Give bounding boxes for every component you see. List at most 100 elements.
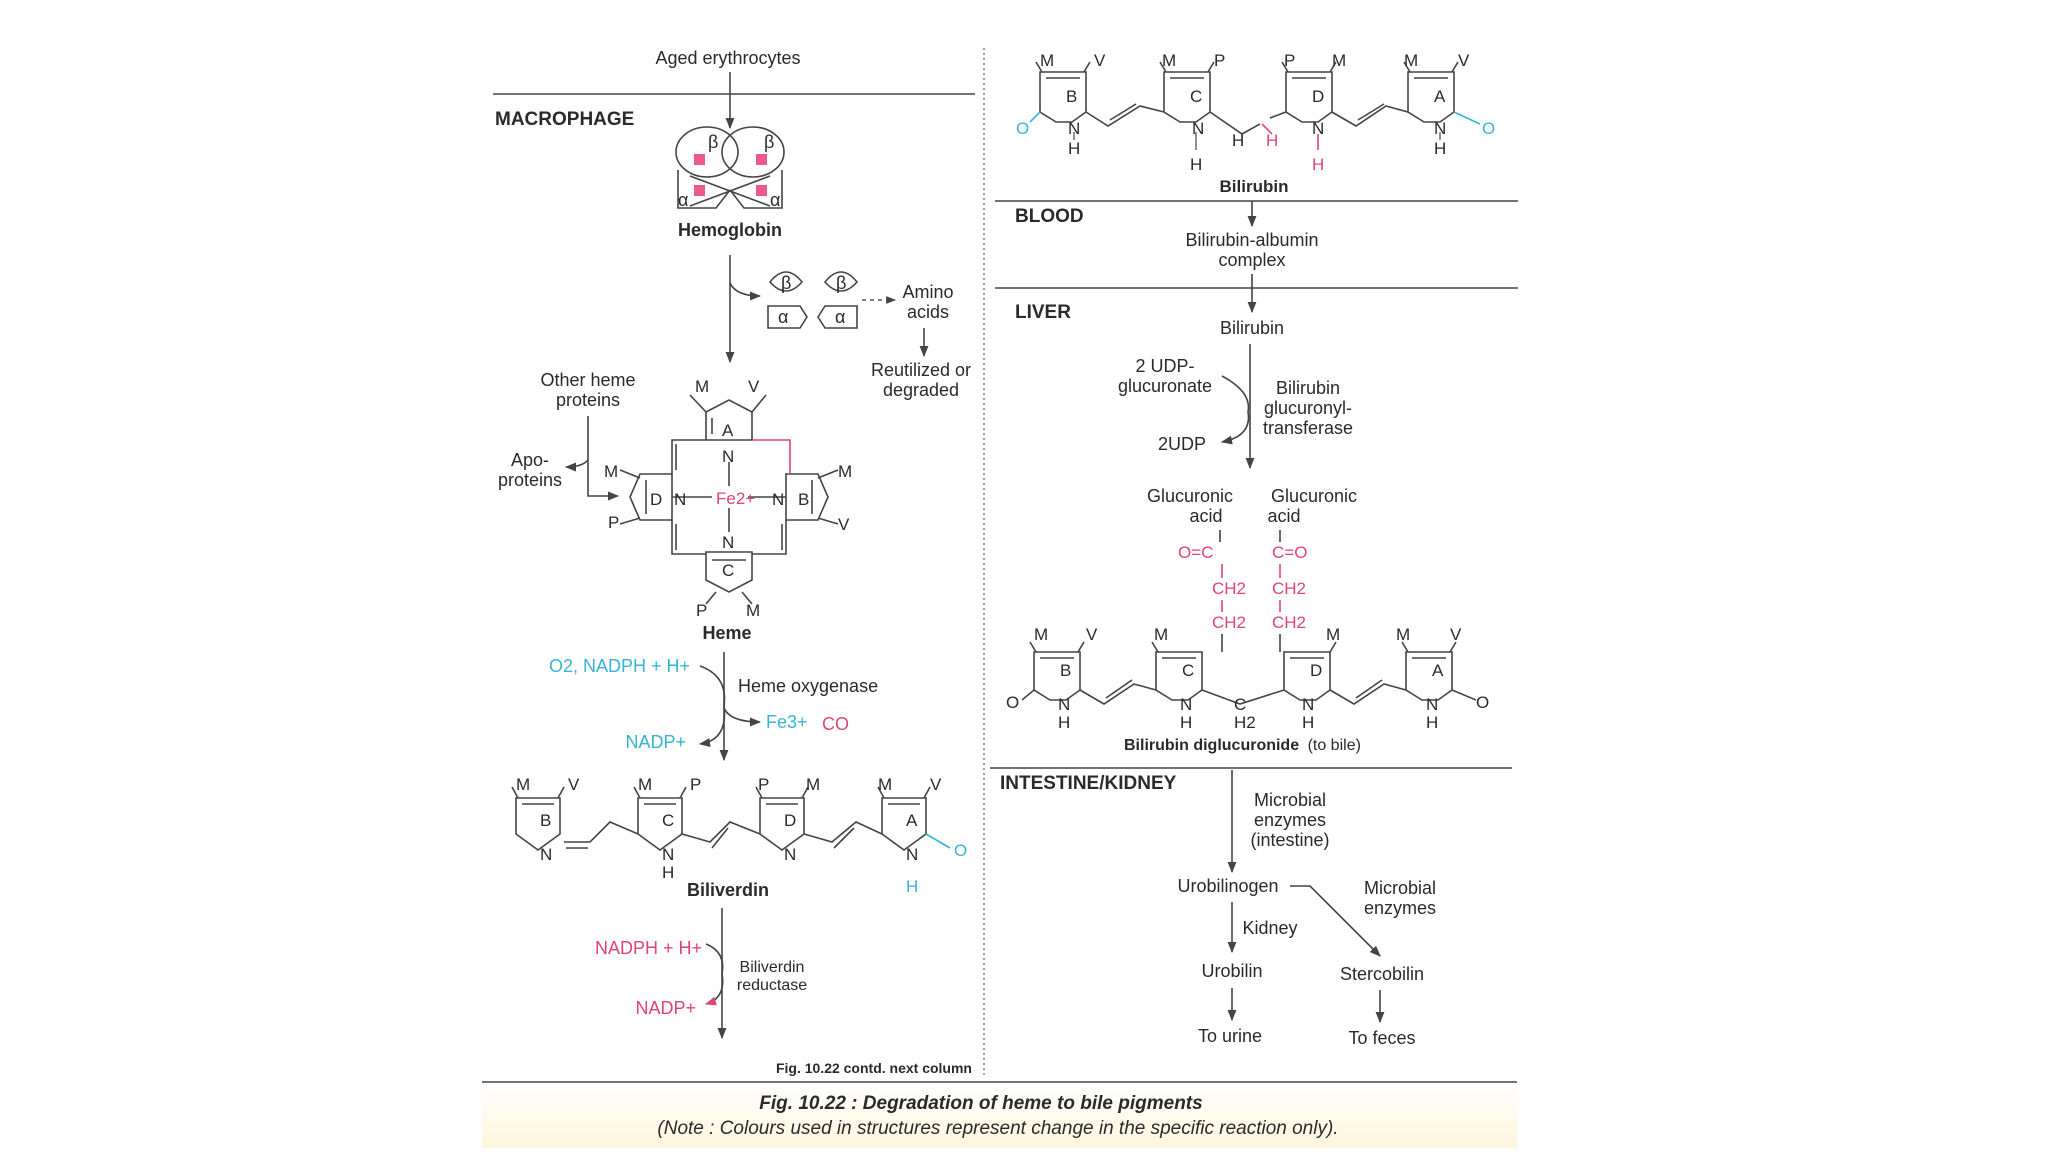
diglucuronide-label: Bilirubin diglucuronide (to bile) [1124, 737, 1361, 754]
svg-text:V: V [838, 515, 850, 534]
svg-text:α: α [778, 307, 788, 327]
svg-text:N: N [772, 490, 784, 509]
heme-label: Heme [702, 623, 751, 643]
svg-text:M: M [806, 775, 820, 794]
svg-text:M: M [1404, 51, 1418, 70]
svg-text:H: H [662, 863, 674, 882]
glucuronic-left-label-2: acid [1189, 506, 1222, 526]
hemoglobin-label: Hemoglobin [678, 220, 782, 240]
svg-text:β: β [764, 132, 774, 152]
other-heme-proteins-label-2: proteins [556, 390, 620, 410]
section-liver: LIVER [1015, 302, 1071, 323]
svg-text:N: N [662, 845, 674, 864]
arrow-to-fe-co [723, 707, 762, 727]
svg-text:V: V [748, 377, 760, 396]
svg-text:N: N [722, 447, 734, 466]
svg-text:M: M [1162, 51, 1176, 70]
svg-text:P: P [1214, 51, 1225, 70]
svg-text:D: D [1310, 661, 1322, 680]
svg-text:B: B [1060, 661, 1071, 680]
albumin-complex-label-1: Bilirubin-albumin [1185, 230, 1318, 250]
nadp-label-2: NADP+ [635, 998, 696, 1018]
udp-label: 2UDP [1158, 434, 1206, 454]
biliverdin-structure: B C D A N N N N H H O M V M P P M M V [511, 775, 967, 896]
svg-text:α: α [770, 190, 780, 210]
svg-text:CH2: CH2 [1272, 579, 1306, 598]
svg-text:V: V [1450, 625, 1462, 644]
to-feces-label: To feces [1348, 1028, 1415, 1048]
transferase-label-1: Bilirubin [1276, 378, 1340, 398]
svg-text:M: M [878, 775, 892, 794]
svg-text:C: C [1234, 695, 1246, 714]
hemoglobin-tetramer: β β α α [675, 126, 785, 210]
svg-text:P: P [758, 775, 769, 794]
biliverdin-reductase-label-1: Biliverdin [740, 959, 805, 976]
diglucuronide-note: (to bile) [1308, 737, 1361, 754]
svg-text:N: N [906, 845, 918, 864]
aged-erythrocytes-label: Aged erythrocytes [655, 48, 800, 68]
urobilin-label: Urobilin [1201, 961, 1262, 981]
svg-text:P: P [608, 513, 619, 532]
svg-text:N: N [1312, 119, 1324, 138]
svg-text:O: O [1482, 119, 1495, 138]
svg-text:Fe2+: Fe2+ [716, 489, 755, 508]
cofactor-curve-glucuronyltransferase [1220, 375, 1250, 445]
svg-text:N: N [1302, 695, 1314, 714]
udp-glucuronate-label-2: glucuronate [1118, 376, 1212, 396]
svg-text:C=O: C=O [1272, 543, 1307, 562]
biliverdin-reductase-label-2: reductase [737, 977, 807, 994]
svg-text:B: B [1066, 87, 1077, 106]
svg-text:B: B [540, 811, 551, 830]
amino-acids-label-1: Amino [902, 282, 953, 302]
diglucuronide-name: Bilirubin diglucuronide [1124, 737, 1299, 754]
apoproteins-label-2: proteins [498, 470, 562, 490]
svg-text:C: C [662, 811, 674, 830]
udp-glucuronate-label-1: 2 UDP- [1135, 356, 1194, 376]
svg-text:M: M [1326, 625, 1340, 644]
svg-text:C: C [1182, 661, 1194, 680]
svg-text:H: H [1190, 155, 1202, 174]
globin-chains: β β α α [767, 271, 859, 329]
arrow-to-apoproteins [564, 459, 589, 472]
svg-text:N: N [674, 490, 686, 509]
co-label: CO [822, 714, 849, 734]
svg-text:P: P [696, 601, 707, 620]
stercobilin-label: Stercobilin [1340, 964, 1424, 984]
to-urine-label: To urine [1198, 1026, 1262, 1046]
svg-text:M: M [1332, 51, 1346, 70]
cofactor-curve-heme-oxygenase [698, 665, 726, 748]
nadph-label-2: NADPH + H+ [595, 938, 702, 958]
svg-text:N: N [1180, 695, 1192, 714]
nadp-label-1: NADP+ [625, 732, 686, 752]
amino-acids-label-2: acids [907, 302, 949, 322]
biliverdin-label: Biliverdin [687, 880, 769, 900]
microbial-intestine-label-1: Microbial [1254, 790, 1326, 810]
svg-text:H: H [1434, 139, 1446, 158]
heme-oxygenase-label: Heme oxygenase [738, 676, 878, 696]
svg-text:A: A [1434, 87, 1446, 106]
svg-text:N: N [1058, 695, 1070, 714]
svg-text:O: O [1016, 119, 1029, 138]
reutilized-label-1: Reutilized or [871, 360, 971, 380]
arrow-heme-to-proteins [587, 416, 620, 501]
svg-text:O: O [1006, 693, 1019, 712]
svg-text:H: H [1302, 713, 1314, 732]
svg-text:M: M [1396, 625, 1410, 644]
svg-text:A: A [722, 421, 734, 440]
svg-text:D: D [650, 490, 662, 509]
svg-text:A: A [1432, 661, 1444, 680]
cofactor-curve-biliverdin-reductase [704, 943, 724, 1006]
svg-text:N: N [1426, 695, 1438, 714]
svg-text:M: M [1034, 625, 1048, 644]
bilirubin-top-label: Bilirubin [1220, 177, 1289, 196]
svg-text:α: α [678, 190, 688, 210]
svg-text:V: V [1094, 51, 1106, 70]
svg-text:N: N [784, 845, 796, 864]
heme-structure: A N D N B N N C Fe2+ M V M P M V P M [604, 377, 852, 620]
svg-text:H: H [1180, 713, 1192, 732]
figure-caption: Fig. 10.22 : Degradation of heme to bile… [759, 1093, 1202, 1114]
section-intestine-kidney: INTESTINE/KIDNEY [1000, 773, 1177, 794]
svg-text:H2: H2 [1234, 713, 1256, 732]
svg-text:P: P [1284, 51, 1295, 70]
